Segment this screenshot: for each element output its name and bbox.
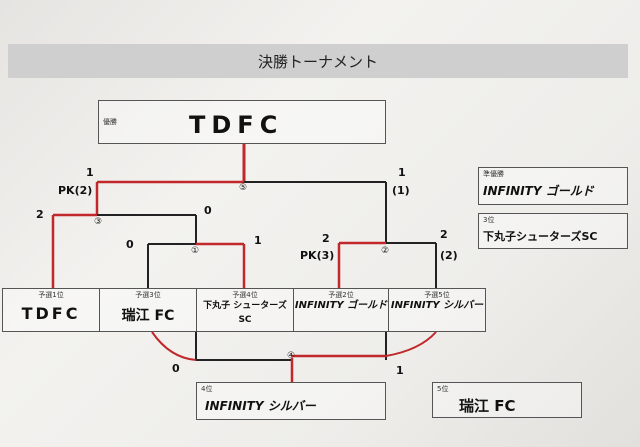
m2-number: ② — [381, 246, 389, 256]
runner-up-label: 準優勝 — [483, 170, 504, 178]
runner-up-name: INFINITY ゴールド — [483, 184, 594, 198]
team-cell-1: 予選1位 TDFC — [2, 288, 100, 332]
team-rank: 予選1位 — [38, 291, 64, 299]
fifth-place-label: 5位 — [437, 385, 449, 393]
third-place-name: 下丸子シューターズSC — [483, 230, 598, 243]
winner-name: TDFC — [189, 111, 284, 139]
title-text: 決勝トーナメント — [257, 52, 378, 71]
team-cell-3: 予選4位 下丸子 シューターズSC — [196, 288, 294, 332]
third-place-label: 3位 — [483, 216, 495, 224]
winner-label: 優勝 — [103, 118, 117, 126]
team-name: 瑞江 FC — [121, 308, 175, 324]
m4-right-score: 1 — [396, 364, 404, 377]
fifth-place-name: 瑞江 FC — [459, 397, 516, 415]
m5-right-pk: (1) — [392, 184, 410, 197]
m5-number: ⑤ — [239, 183, 247, 193]
runner-up-box: 準優勝 INFINITY ゴールド — [478, 167, 628, 205]
fourth-place-label: 4位 — [201, 385, 213, 393]
team-rank: 予選2位 — [328, 291, 354, 299]
team-cell-5: 予選5位 INFINITY シルバー — [388, 288, 486, 332]
team-name: INFINITY シルバー — [390, 300, 484, 311]
team-rank: 予選5位 — [424, 291, 450, 299]
m1-right-score: 1 — [254, 234, 262, 247]
team-name: INFINITY ゴールド — [294, 300, 388, 311]
team-name: 下丸子 シューターズSC — [203, 301, 287, 325]
fourth-place-box: 4位 INFINITY シルバー — [196, 382, 386, 420]
m2-left-pk: PK(3) — [300, 249, 334, 262]
fourth-place-name: INFINITY シルバー — [205, 399, 316, 413]
m1-left-score: 0 — [126, 238, 134, 251]
team-cell-4: 予選2位 INFINITY ゴールド — [293, 288, 389, 332]
m4-left-score: 0 — [172, 362, 180, 375]
page-title: 決勝トーナメント — [8, 44, 628, 78]
m5-right-score: 1 — [398, 166, 406, 179]
m4-curve-right — [385, 331, 437, 357]
m2-right-score: 2 — [440, 228, 448, 241]
team-rank: 予選4位 — [232, 291, 258, 299]
winner-box: 優勝 TDFC — [98, 100, 386, 144]
m3-left-score: 2 — [36, 208, 44, 221]
fifth-place-box: 5位 瑞江 FC — [432, 382, 582, 418]
m5-left-pk: PK(2) — [58, 184, 92, 197]
team-name: TDFC — [21, 304, 81, 323]
team-cell-2: 予選3位 瑞江 FC — [99, 288, 197, 332]
m2-left-score: 2 — [322, 232, 330, 245]
team-rank: 予選3位 — [135, 291, 161, 299]
m3-number: ③ — [94, 217, 102, 227]
m5-left-score: 1 — [86, 166, 94, 179]
third-place-box: 3位 下丸子シューターズSC — [478, 213, 628, 249]
m2-right-pk: (2) — [440, 249, 458, 262]
m1-number: ① — [191, 246, 199, 256]
m3-right-score: 0 — [204, 204, 212, 217]
m4-number: ④ — [287, 351, 295, 361]
m4-curve-left — [151, 331, 197, 361]
